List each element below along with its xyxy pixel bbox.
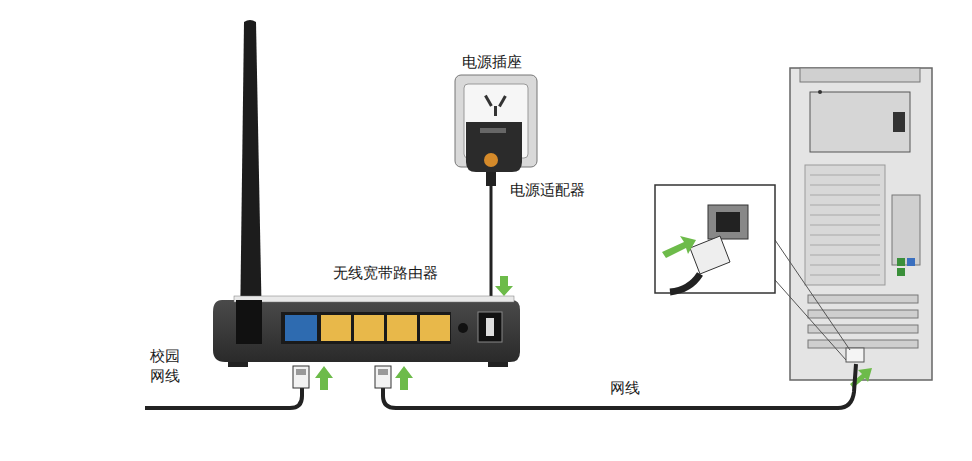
socket-label: 电源插座 [462,52,522,72]
pc-tower [790,68,932,380]
network-cables [145,364,856,408]
router-label: 无线宽带路由器 [333,263,438,283]
adapter-label: 电源适配器 [510,180,585,200]
power-adapter [466,122,522,306]
antenna [240,20,262,330]
cable-label: 校园 网线 [150,346,186,387]
cable-label: 网线 [610,378,640,398]
router [213,296,520,367]
plug-inset [655,185,850,360]
insert-arrows [315,276,872,390]
